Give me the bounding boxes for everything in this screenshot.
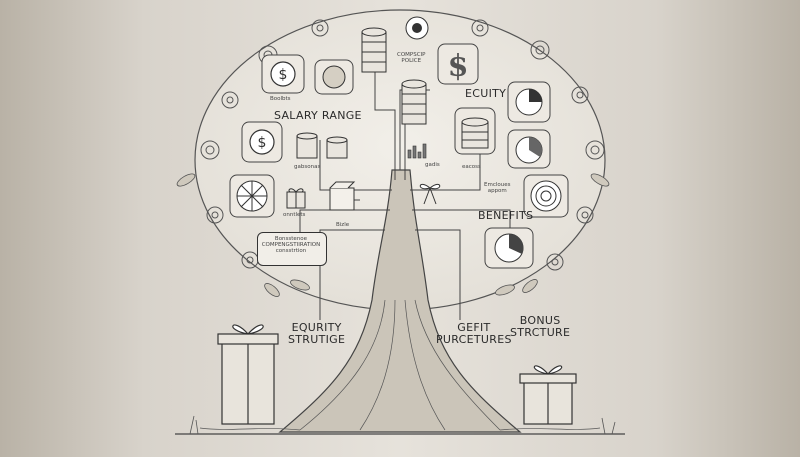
svg-text:$: $ [448, 49, 469, 84]
gear-icon [405, 16, 429, 40]
emcloues-appom-label: Emcloues appom [484, 182, 511, 195]
svg-text:$: $ [279, 67, 288, 83]
trunk-grain [199, 299, 601, 431]
gefit-purcetures-label: GEFIT PURCETURES [436, 321, 512, 347]
coin-icon [322, 65, 346, 89]
eacoss-label: eacoss [462, 164, 481, 170]
leaves [176, 173, 610, 297]
box-icon [329, 181, 356, 211]
compensation-box-label: Bonsstenoe COMPENGSTIIRATION consstrtion [261, 236, 321, 255]
gadis-label: gadis [425, 162, 440, 168]
bar-chart-icon [407, 143, 427, 159]
svg-text:$: $ [258, 135, 267, 151]
salary-range-label: SALARY RANGE [274, 109, 362, 122]
tree-trunk [278, 169, 522, 433]
compensation-box [257, 232, 327, 266]
coin-stack-icon [361, 27, 387, 73]
pie-chart-icon [515, 88, 543, 116]
equity-structure-label: EQURITY STRUTIGE [288, 321, 346, 347]
equity-label: ECUITY [465, 87, 507, 100]
umbrella-icon [236, 180, 268, 212]
coin-stack-icon [461, 117, 489, 149]
bizle-label: Bizle [336, 222, 350, 228]
dollar-sign-icon: $ [448, 49, 469, 84]
benefits-label: BENEFITS [478, 209, 534, 222]
bonus-structure-label: BONUS STRCTURE [510, 314, 571, 340]
gabsonas-label: gabsonas [294, 164, 321, 170]
gift-box-icon [217, 324, 279, 425]
gift-box-icon [519, 365, 577, 425]
pie-chart-icon [515, 136, 543, 164]
compscip-police-label: COMPSCIP POLICE [397, 52, 426, 65]
coin-stack-icon [296, 132, 348, 159]
coin-stack-icon [401, 79, 427, 125]
dollar-coin-icon: $ [249, 129, 275, 155]
bow-icon [419, 183, 441, 205]
dollar-coin-icon: $ [270, 61, 296, 87]
target-icon [530, 180, 562, 212]
pie-chart-icon [494, 233, 524, 263]
gift-box-icon [286, 188, 306, 209]
onntlets-label: onntlets [283, 212, 306, 218]
boolbts-label: Boolbts [270, 96, 291, 102]
grass [189, 415, 616, 435]
canopy-swirls [200, 19, 605, 271]
